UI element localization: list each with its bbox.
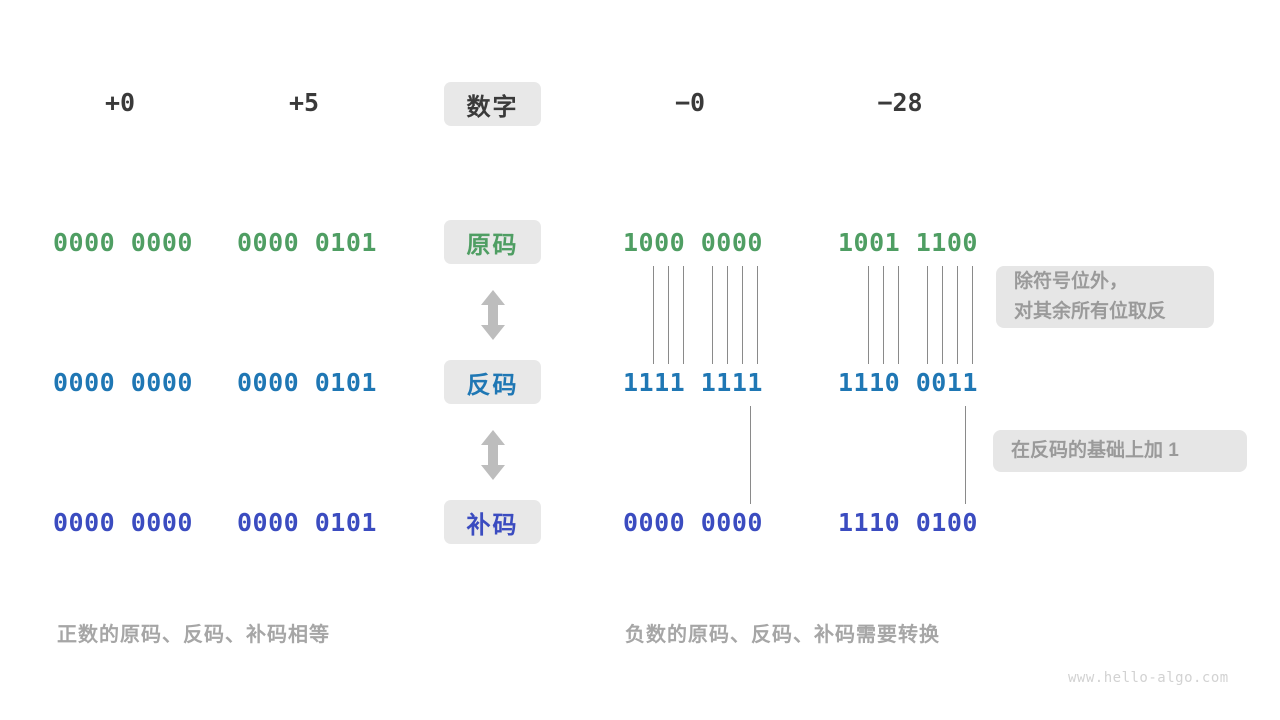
row-label-sign-magnitude: 原码: [444, 220, 541, 264]
connector-line: [883, 266, 884, 364]
value-minus-twentyeight-twos-complement: 1110 0100: [838, 508, 978, 537]
connector-line: [927, 266, 928, 364]
connector-line: [972, 266, 973, 364]
value-plus-five-sign-magnitude: 0000 0101: [237, 228, 377, 257]
value-plus-zero-twos-complement: 0000 0000: [53, 508, 193, 537]
connector-line: [712, 266, 713, 364]
column-heading-minus-twentyeight: −28: [877, 88, 923, 117]
note-invert-line-1: 除符号位外，: [1014, 271, 1129, 292]
connector-line: [757, 266, 758, 364]
note-add-one-line-1: 在反码的基础上加 1: [1011, 440, 1179, 461]
row-label-twos-complement: 补码: [444, 500, 541, 544]
connector-line: [965, 406, 966, 504]
value-minus-zero-sign-magnitude: 1000 0000: [623, 228, 763, 257]
note-add-one: 在反码的基础上加 1: [993, 430, 1247, 472]
connector-line: [957, 266, 958, 364]
note-invert-bits: 除符号位外， 对其余所有位取反: [996, 266, 1214, 328]
connector-line: [898, 266, 899, 364]
connector-line: [653, 266, 654, 364]
connector-line: [683, 266, 684, 364]
column-heading-minus-zero: −0: [674, 88, 706, 117]
column-heading-plus-zero: +0: [104, 88, 136, 117]
double-arrow-vertical-icon-2: [481, 430, 505, 480]
column-heading-plus-five: +5: [288, 88, 320, 117]
value-plus-zero-sign-magnitude: 0000 0000: [53, 228, 193, 257]
value-minus-zero-twos-complement: 0000 0000: [623, 508, 763, 537]
row-label-ones-complement: 反码: [444, 360, 541, 404]
value-minus-twentyeight-sign-magnitude: 1001 1100: [838, 228, 978, 257]
connector-line: [727, 266, 728, 364]
value-plus-five-twos-complement: 0000 0101: [237, 508, 377, 537]
value-plus-zero-ones-complement: 0000 0000: [53, 368, 193, 397]
value-minus-twentyeight-ones-complement: 1110 0011: [838, 368, 978, 397]
connector-line: [668, 266, 669, 364]
double-arrow-vertical-icon-1: [481, 290, 505, 340]
value-minus-zero-ones-complement: 1111 1111: [623, 368, 763, 397]
connector-line: [942, 266, 943, 364]
connector-line: [750, 406, 751, 504]
caption-positive: 正数的原码、反码、补码相等: [57, 624, 330, 646]
watermark: www.hello-algo.com: [1068, 670, 1229, 686]
value-plus-five-ones-complement: 0000 0101: [237, 368, 377, 397]
connector-line: [742, 266, 743, 364]
connector-line: [868, 266, 869, 364]
caption-negative: 负数的原码、反码、补码需要转换: [625, 624, 940, 646]
row-label-heading: 数字: [444, 82, 541, 126]
note-invert-line-2: 对其余所有位取反: [1014, 301, 1167, 322]
